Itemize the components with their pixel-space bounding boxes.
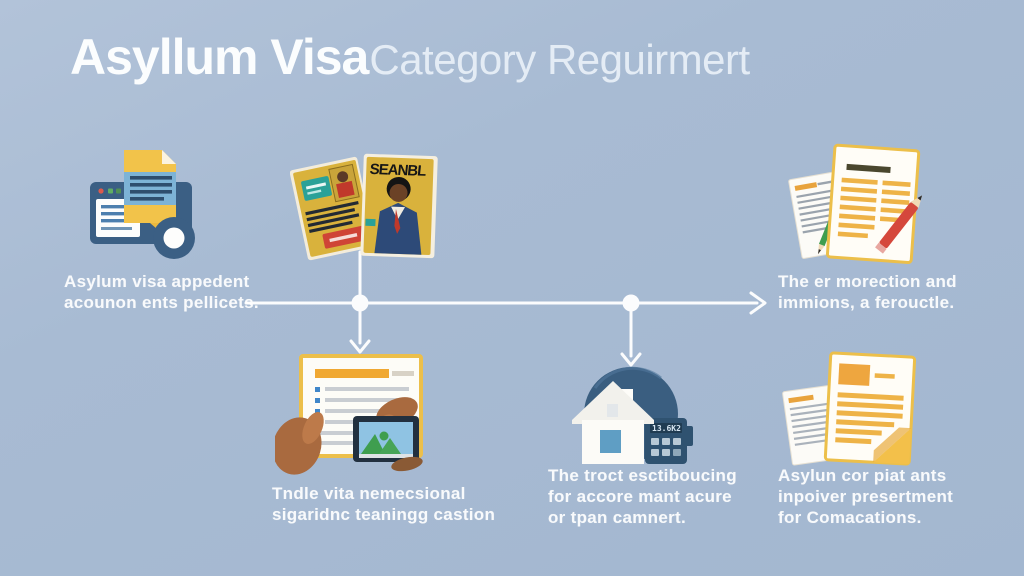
- label-line: or tpan camnert.: [548, 508, 686, 527]
- front-document: [825, 143, 921, 264]
- browser-green-dot: [108, 188, 113, 194]
- tablet-photo-screen: [353, 416, 423, 472]
- label-line: immions, a ferouctle.: [778, 293, 955, 312]
- label-line: Asylun cor piat ants: [778, 466, 947, 485]
- red-pencil-icon: [875, 195, 923, 254]
- hand-holding-tablet: [391, 456, 423, 472]
- asylum-documents-icon: [782, 351, 917, 466]
- house-icon: [572, 381, 654, 464]
- label-bottom-center: The troct esctiboucing for accore mant a…: [548, 465, 737, 528]
- passport-left-page: [290, 156, 376, 261]
- title-main: Asyllum Visa: [70, 29, 369, 85]
- label-line: The troct esctiboucing: [548, 466, 737, 485]
- browser-red-dot: [98, 188, 104, 194]
- label-line: Asylum visa appedent: [64, 272, 250, 291]
- label-line: acounon ents pellicets.: [64, 293, 259, 312]
- timeline-node-dot-1: [351, 294, 369, 312]
- hands-form-tablet-icon: [275, 354, 423, 475]
- label-top-left: Asylum visa appedent acounon ents pellic…: [64, 271, 259, 313]
- page-title: Asyllum Visa Category Reguirmert: [70, 28, 750, 86]
- passport-right-page: SEANBL: [360, 153, 438, 259]
- application-form-pencil-icon: [788, 143, 923, 264]
- passport-garbled-title: SEANBL: [369, 161, 427, 180]
- label-line: for Comacations.: [778, 508, 922, 527]
- man-face: [389, 183, 408, 202]
- calculator-icon: 13.6K2: [645, 418, 693, 464]
- man-tie: [394, 208, 401, 234]
- label-line: sigaridnc teaningg castion: [272, 505, 496, 524]
- left-hand: [275, 412, 324, 475]
- timeline-node-dot-2: [622, 294, 640, 312]
- label-line: for accore mant acure: [548, 487, 732, 506]
- title-subtitle: Category Reguirmert: [369, 36, 750, 83]
- front-document: [823, 351, 917, 466]
- arrow-right-icon: [749, 291, 767, 315]
- label-bottom-left: Tndle vita nemecsional sigaridnc teaning…: [272, 483, 495, 525]
- calculator-display: 13.6K2: [652, 424, 681, 433]
- folded-corner: [873, 428, 912, 465]
- label-line: inpoiver presertment: [778, 487, 954, 506]
- passport-icon: SEANBL: [290, 153, 438, 261]
- photo-head: [337, 171, 349, 183]
- browser-document-magnifier-icon: [90, 150, 195, 259]
- housing-cost-icon: 13.6K2: [572, 366, 693, 464]
- label-bottom-right: Asylun cor piat ants inpoiver presertmen…: [778, 465, 953, 528]
- magnifier-icon: [148, 209, 195, 259]
- photo-shirt: [336, 180, 355, 198]
- label-line: The er morection and: [778, 272, 957, 291]
- label-top-right: The er morection and immions, a ferouctl…: [778, 271, 957, 313]
- label-line: Tndle vita nemecsional: [272, 484, 466, 503]
